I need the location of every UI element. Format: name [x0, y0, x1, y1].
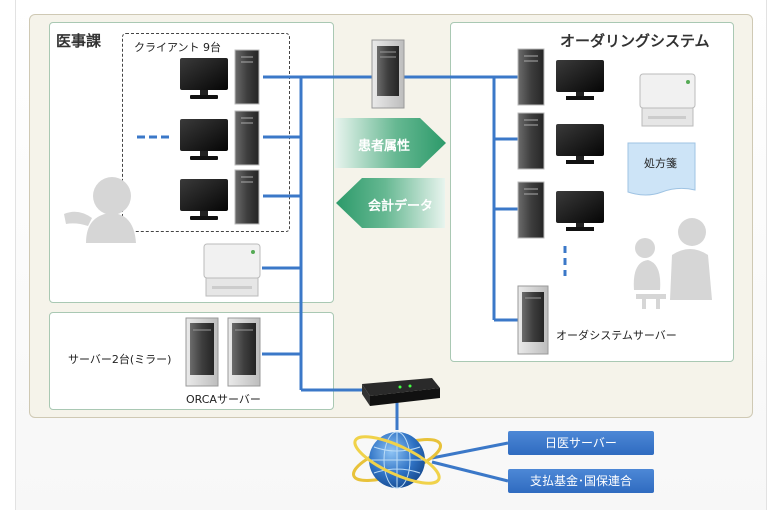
client-tower [234, 49, 260, 105]
prescription-label: 処方箋 [644, 157, 677, 170]
patient-attributes-arrow [335, 118, 446, 168]
billing-data-arrow [336, 178, 445, 228]
orca-server [185, 317, 219, 387]
doctor-patient-silhouette [633, 218, 712, 309]
central-server [371, 39, 405, 109]
medical-office-title: 医事課 [56, 32, 102, 50]
ordering-monitor [556, 191, 604, 231]
ordering-system-title: オーダリングシステム [560, 32, 710, 50]
ordering-tower [517, 48, 545, 106]
jma-server-button[interactable]: 日医サーバー [508, 431, 654, 455]
client-tower [234, 110, 260, 166]
ordering-monitor [556, 60, 604, 100]
ordering-tower [517, 112, 545, 170]
network-lines [262, 75, 521, 483]
staff-silhouette [64, 177, 136, 243]
more-clients-dashes [137, 135, 567, 276]
router [362, 378, 440, 406]
client-group-box [122, 33, 290, 232]
orca-servers-label: サーバー2台(ミラー) [68, 353, 172, 366]
orca-server [227, 317, 261, 387]
ordering-server-label: オーダシステムサーバー [556, 329, 677, 342]
orca-name-label: ORCAサーバー [186, 393, 261, 406]
client-monitor [180, 119, 228, 160]
client-monitor [180, 58, 228, 99]
clients-label: クライアント 9台 [134, 41, 222, 54]
prescription-document [627, 142, 696, 196]
ordering-monitor [556, 124, 604, 164]
client-tower [234, 169, 260, 225]
ordering-printer [639, 73, 696, 127]
printer [203, 243, 261, 297]
ordering-tower [517, 181, 545, 239]
payment-fund-button[interactable]: 支払基金･国保連合 [508, 469, 654, 493]
internet-globe [352, 431, 442, 489]
client-monitor [180, 179, 228, 220]
ordering-server [517, 285, 549, 355]
billing-data-label: 会計データ [368, 199, 434, 214]
patient-attributes-label: 患者属性 [358, 139, 411, 154]
